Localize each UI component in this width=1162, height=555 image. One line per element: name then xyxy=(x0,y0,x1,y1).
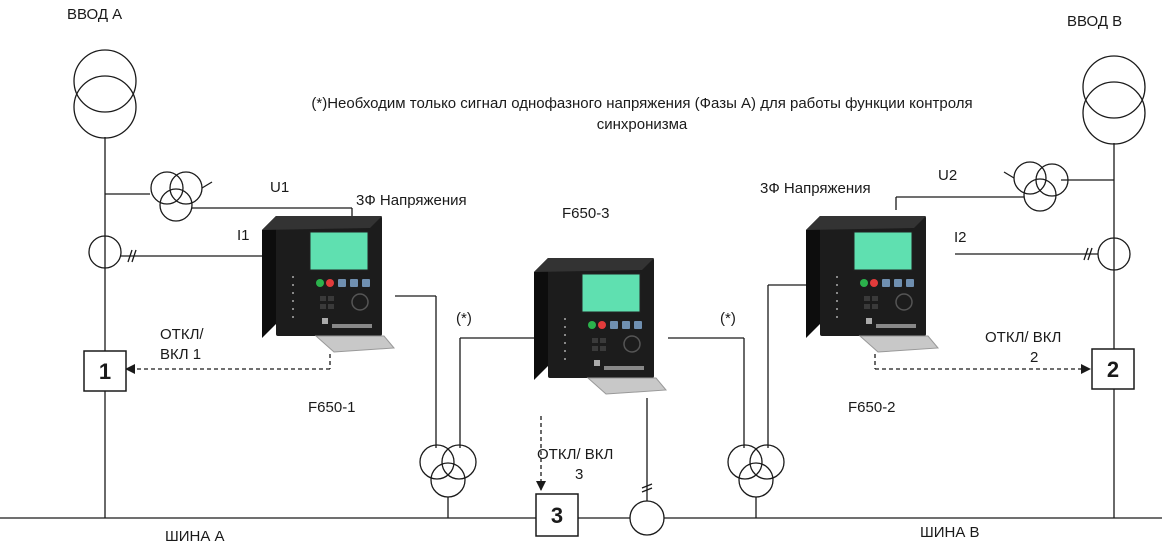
bus-a-label: ШИНА А xyxy=(165,528,225,545)
relay-f650-1[interactable] xyxy=(261,215,395,353)
voltage-transformer-1-c xyxy=(159,188,193,222)
breaker-2[interactable] xyxy=(1091,348,1135,390)
bus-vt-right-a xyxy=(727,444,763,480)
trip-cmd-3-line-2: 3 xyxy=(575,466,583,483)
trip-cmd-1-line-2: ВКЛ 1 xyxy=(160,346,201,363)
wiring xyxy=(0,49,1162,536)
input-a-label: ВВОД А xyxy=(67,6,122,23)
power-transformer-b-upper xyxy=(1082,55,1146,119)
trip-cmd-2-line-2: 2 xyxy=(1030,349,1038,366)
bus-coupler-ct xyxy=(629,500,665,536)
note-line-1: (*)Необходим только сигнал однофазного н… xyxy=(311,95,972,112)
star-left-label: (*) xyxy=(456,310,472,327)
breaker-1-number: 1 xyxy=(99,359,111,384)
bus-b-label: ШИНА В xyxy=(920,524,980,541)
power-transformer-a-upper xyxy=(73,49,137,113)
current-transformer-1 xyxy=(88,235,122,269)
three-phase-left-label: 3Ф Напряжения xyxy=(356,192,467,209)
trip-cmd-2-line-1: ОТКЛ/ ВКЛ xyxy=(985,329,1061,346)
trip-cmd-1-line-1: ОТКЛ/ xyxy=(160,326,204,343)
breaker-1[interactable] xyxy=(83,350,127,392)
relay-f650-2[interactable] xyxy=(805,215,939,353)
bus-vt-left-c xyxy=(430,462,466,498)
voltage-transformer-1-a xyxy=(150,171,184,205)
three-phase-right-label: 3Ф Напряжения xyxy=(760,180,871,197)
voltage-transformer-1-b xyxy=(169,171,203,205)
voltage-transformer-2-a xyxy=(1013,161,1047,195)
u2-label: U2 xyxy=(938,167,957,184)
breaker-2-number: 2 xyxy=(1107,357,1119,382)
bus-vt-left-b xyxy=(441,444,477,480)
note-line-2: синхронизма xyxy=(597,116,688,133)
i2-label: I2 xyxy=(954,229,967,246)
breaker-3[interactable] xyxy=(535,493,579,537)
bus-vt-right-b xyxy=(749,444,785,480)
power-transformer-b-lower xyxy=(1082,81,1146,145)
relay-f650-2-name: F650-2 xyxy=(848,399,896,416)
trip-cmd-3-line-1: ОТКЛ/ ВКЛ xyxy=(537,446,613,463)
i1-label: I1 xyxy=(237,227,250,244)
star-right-label: (*) xyxy=(720,310,736,327)
relay-f650-3-name: F650-3 xyxy=(562,205,610,222)
input-b-label: ВВОД В xyxy=(1067,13,1122,30)
power-transformer-a-lower xyxy=(73,75,137,139)
relay-f650-3[interactable] xyxy=(533,257,667,395)
voltage-transformer-2-c xyxy=(1023,178,1057,212)
breaker-3-number: 3 xyxy=(551,503,563,528)
bus-vt-left-a xyxy=(419,444,455,480)
u1-label: U1 xyxy=(270,179,289,196)
relay-f650-1-name: F650-1 xyxy=(308,399,356,416)
bus-vt-right-c xyxy=(738,462,774,498)
